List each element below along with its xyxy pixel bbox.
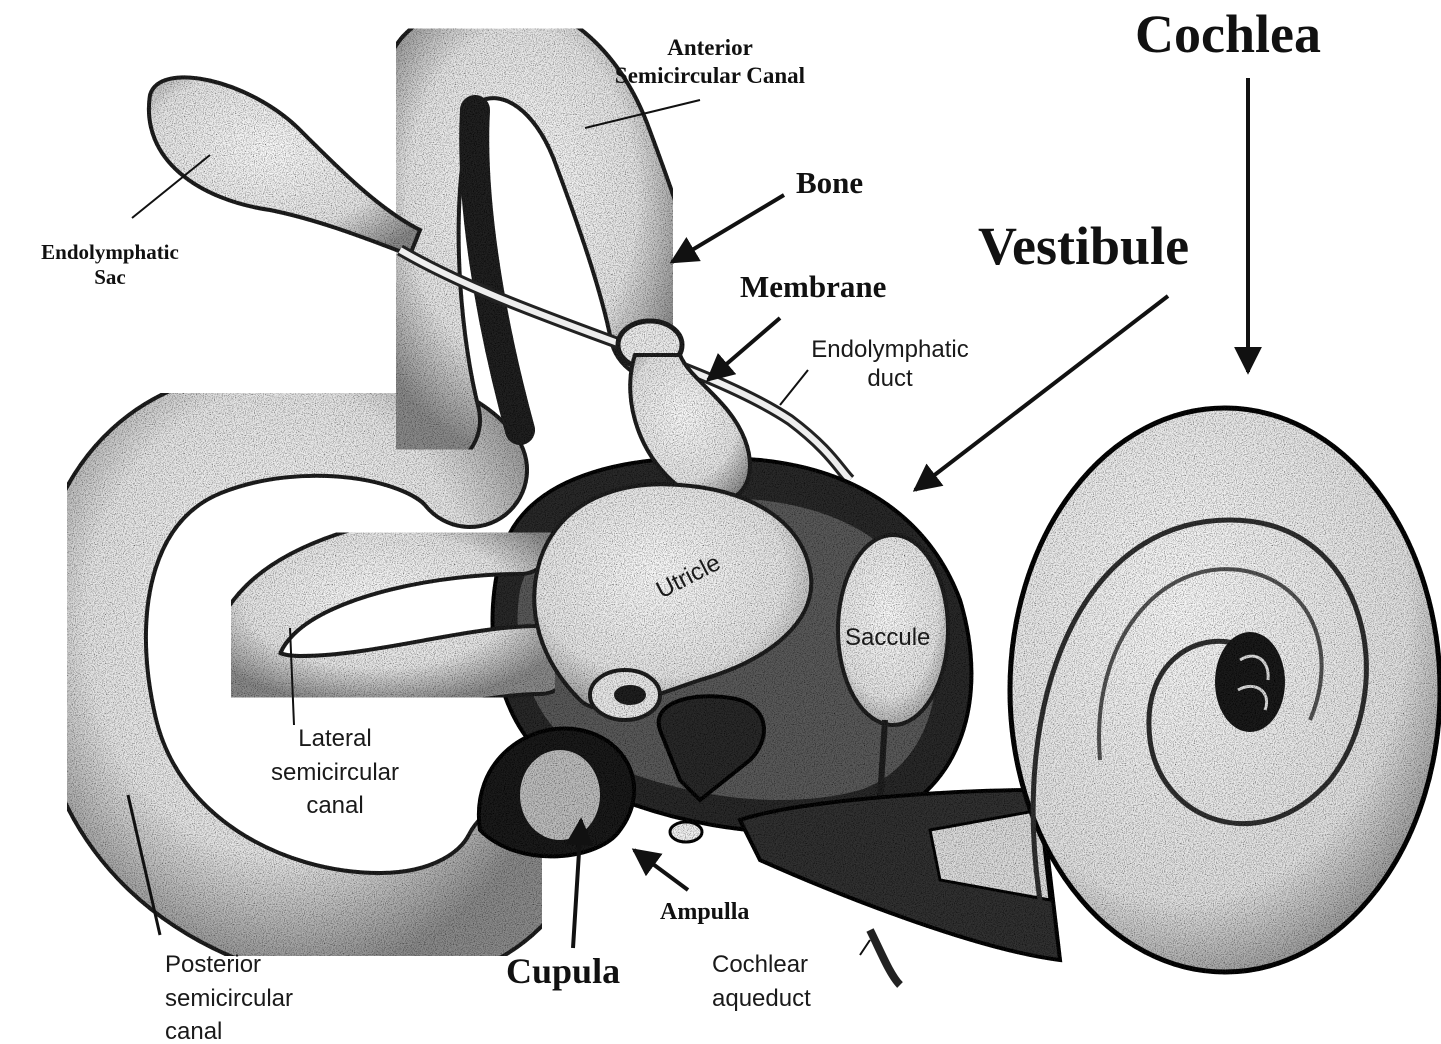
label-cochlear-aqueduct: Cochlear aqueduct bbox=[712, 948, 811, 1015]
label-cochlea: Cochlea bbox=[1135, 2, 1321, 67]
label-membrane: Membrane bbox=[740, 268, 886, 305]
label-anterior-canal: Anterior Semicircular Canal bbox=[580, 34, 840, 89]
arrow-membrane bbox=[708, 318, 780, 380]
anterior-canal-shape bbox=[409, 48, 660, 430]
arrow-ampulla bbox=[634, 850, 688, 890]
cochlear-aqueduct-shape bbox=[870, 930, 900, 985]
arrow-bone bbox=[672, 195, 784, 262]
cochlear-base-shape bbox=[740, 790, 1060, 960]
label-bone: Bone bbox=[796, 164, 863, 201]
label-vestibule: Vestibule bbox=[978, 214, 1189, 279]
label-posterior-canal: Posterior semicircular canal bbox=[165, 948, 293, 1044]
label-saccule: Saccule bbox=[845, 624, 930, 653]
label-cupula: Cupula bbox=[506, 950, 620, 993]
cochlea-shape bbox=[1010, 408, 1440, 972]
label-lateral-canal: Lateral semicircular canal bbox=[250, 722, 420, 823]
label-endolymphatic-duct: Endolymphatic duct bbox=[790, 336, 990, 394]
label-endolymphatic-sac: Endolymphatic Sac bbox=[10, 240, 210, 290]
label-ampulla: Ampulla bbox=[660, 898, 749, 927]
leader-cochlear-aqueduct bbox=[860, 940, 870, 955]
